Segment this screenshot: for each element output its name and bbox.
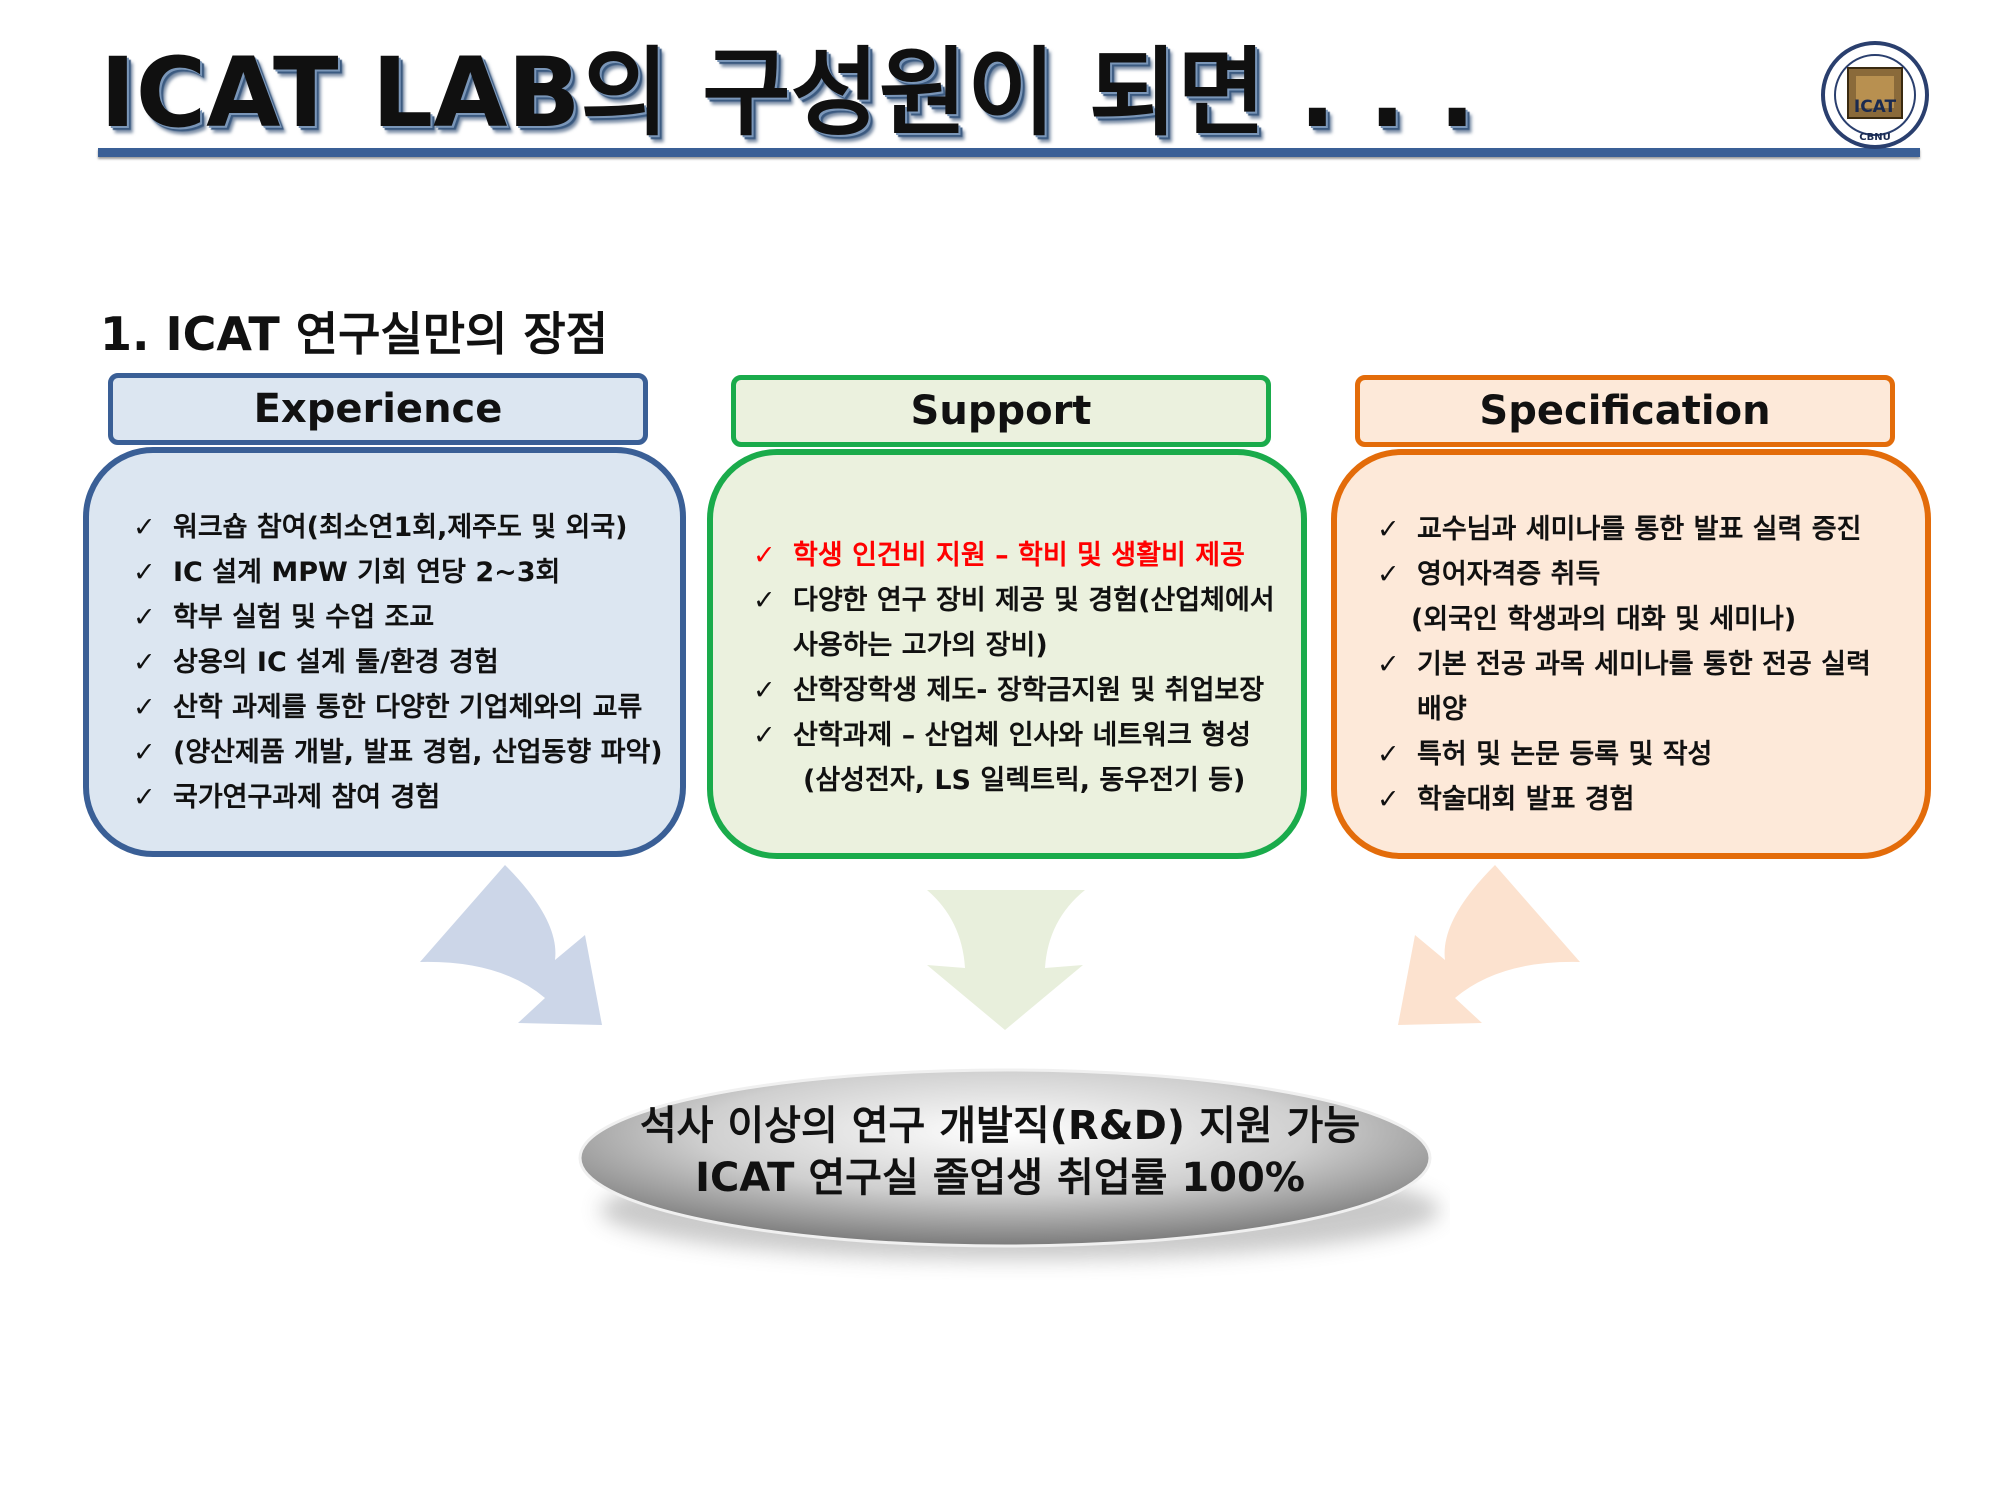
section-heading: 1. ICAT 연구실만의 장점	[100, 307, 609, 361]
check-icon: ✓	[133, 737, 156, 768]
experience-arrow	[420, 865, 602, 1025]
specification-card: ✓교수님과 세미나를 통한 발표 실력 증진 ✓영어자격증 취득 (외국인 학생…	[1331, 449, 1931, 859]
check-icon: ✓	[1377, 514, 1400, 545]
support-item: ✓산학과제 – 산업체 인사와 네트워크 형성	[753, 713, 1275, 758]
support-tab: Support	[731, 375, 1271, 447]
experience-item: ✓상용의 IC 설계 툴/환경 경험	[133, 640, 663, 685]
support-arrow	[927, 890, 1085, 1030]
specification-item: ✓학술대회 발표 경험	[1377, 777, 1871, 822]
check-icon: ✓	[1377, 739, 1400, 770]
result-line-2: ICAT 연구실 졸업생 취업률 100%	[695, 1155, 1305, 1201]
specification-item: ✓기본 전공 과목 세미나를 통한 전공 실력	[1377, 642, 1871, 687]
experience-item: ✓산학 과제를 통한 다양한 기업체와의 교류	[133, 685, 663, 730]
experience-item: ✓(양산제품 개발, 발표 경험, 산업동향 파악)	[133, 730, 663, 775]
support-item: ✓산학장학생 제도- 장학금지원 및 취업보장	[753, 668, 1275, 713]
check-icon: ✓	[1377, 559, 1400, 590]
check-icon: ✓	[1377, 784, 1400, 815]
check-icon: ✓	[1377, 649, 1400, 680]
specification-tab: Specification	[1355, 375, 1895, 447]
check-icon: ✓	[133, 557, 156, 588]
check-icon: ✓	[753, 675, 776, 706]
result-text: 석사 이상의 연구 개발직(R&D) 지원 가능 ICAT 연구실 졸업생 취업…	[570, 1100, 1430, 1204]
support-card: ✓학생 인건비 지원 – 학비 및 생활비 제공 ✓다양한 연구 장비 제공 및…	[707, 449, 1307, 859]
check-icon: ✓	[133, 602, 156, 633]
result-line-1: 석사 이상의 연구 개발직(R&D) 지원 가능	[639, 1103, 1361, 1149]
support-item: ✓다양한 연구 장비 제공 및 경험(산업체에서	[753, 578, 1275, 623]
experience-item: ✓IC 설계 MPW 기회 연당 2~3회	[133, 550, 663, 595]
specification-item: 배양	[1417, 694, 1467, 725]
check-icon: ✓	[133, 692, 156, 723]
icat-logo: ICAT CBNU	[1821, 41, 1929, 149]
experience-item: ✓워크숍 참여(최소연1회,제주도 및 외국)	[133, 505, 663, 550]
check-icon: ✓	[753, 720, 776, 751]
experience-item: ✓학부 실험 및 수업 조교	[133, 595, 663, 640]
check-icon: ✓	[133, 512, 156, 543]
slide-title: ICAT LAB의 구성원이 되면 . . .	[100, 37, 1476, 149]
check-icon: ✓	[133, 782, 156, 813]
support-item: 사용하는 고가의 장비)	[793, 630, 1048, 661]
svg-text:CBNU: CBNU	[1859, 132, 1890, 143]
experience-tab: Experience	[108, 373, 648, 445]
support-item: ✓학생 인건비 지원 – 학비 및 생활비 제공	[753, 533, 1275, 578]
check-icon: ✓	[133, 647, 156, 678]
experience-item: ✓국가연구과제 참여 경험	[133, 775, 663, 820]
check-icon: ✓	[753, 540, 776, 571]
support-item: (삼성전자, LS 일렉트릭, 동우전기 등)	[803, 765, 1246, 796]
experience-card: ✓워크숍 참여(최소연1회,제주도 및 외국) ✓IC 설계 MPW 기회 연당…	[83, 447, 686, 857]
svg-text:ICAT: ICAT	[1854, 97, 1897, 117]
specification-item: ✓영어자격증 취득	[1377, 552, 1871, 597]
specification-item: (외국인 학생과의 대화 및 세미나)	[1411, 604, 1797, 635]
specification-arrow	[1398, 865, 1580, 1025]
result-oval	[578, 1068, 1440, 1260]
title-underline	[98, 148, 1920, 157]
specification-item: ✓교수님과 세미나를 통한 발표 실력 증진	[1377, 507, 1871, 552]
specification-item: ✓특허 및 논문 등록 및 작성	[1377, 732, 1871, 777]
check-icon: ✓	[753, 585, 776, 616]
